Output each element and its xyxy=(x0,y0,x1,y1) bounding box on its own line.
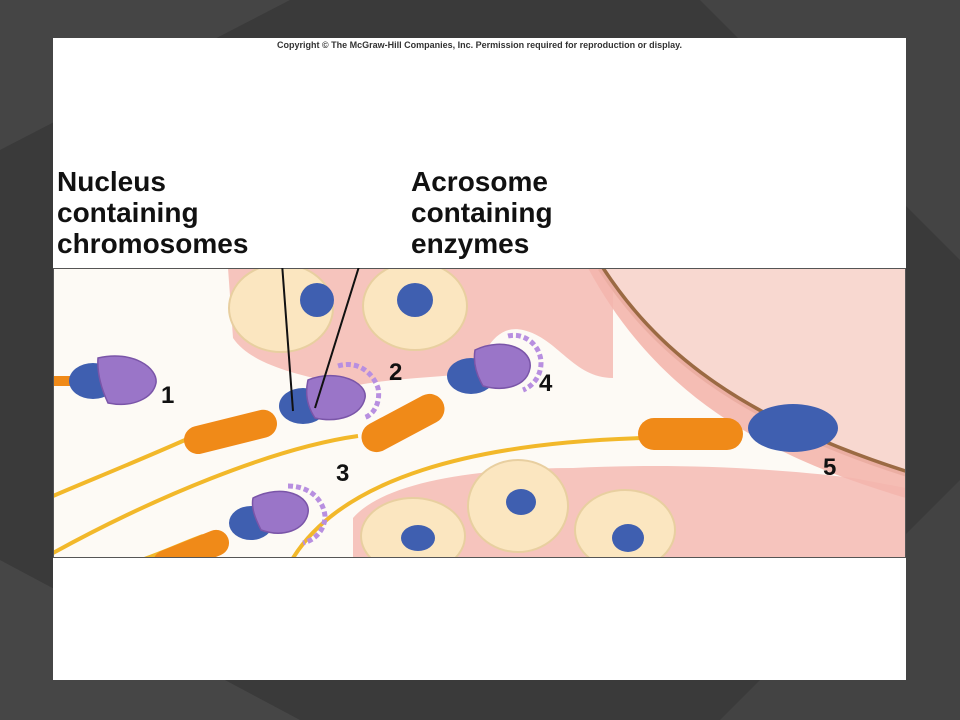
nucleus-label: Nucleus containing chromosomes xyxy=(57,166,248,259)
follicle-cell xyxy=(574,489,676,558)
sperm-midpiece xyxy=(183,409,277,454)
nucleus-label-line: Nucleus xyxy=(57,166,166,197)
stage-number: 2 xyxy=(389,359,402,386)
sperm-tail xyxy=(53,438,186,498)
stage-number: 3 xyxy=(336,460,349,487)
sperm-nucleus xyxy=(748,404,838,452)
cell-nucleus xyxy=(397,283,433,317)
zona-pellucida xyxy=(588,268,906,498)
sperm-acrosome xyxy=(97,355,157,405)
acrosome-label: Acrosome containing enzymes xyxy=(411,166,553,259)
acrosome-enzyme-release xyxy=(287,483,328,546)
sperm-acrosome xyxy=(473,343,531,389)
acrosome-label-line: containing xyxy=(411,197,553,228)
stage-number: 5 xyxy=(823,454,836,481)
acrosome-enzyme-release xyxy=(507,332,544,393)
cell-nucleus xyxy=(401,525,435,551)
sperm-tail xyxy=(53,434,359,555)
acrosome-enzyme-release xyxy=(337,362,382,421)
sperm-tail xyxy=(291,436,644,558)
slide-panel: Copyright © The McGraw-Hill Companies, I… xyxy=(53,38,906,680)
acrosome-label-line: enzymes xyxy=(411,228,530,259)
nucleus-leader-line xyxy=(281,268,294,412)
fertilization-illustration: 1 2 3 4 5 xyxy=(53,268,906,558)
stage-number: 4 xyxy=(539,370,553,397)
cell-nucleus xyxy=(612,524,644,552)
acrosome-leader-line xyxy=(314,268,360,409)
sperm-midpiece xyxy=(152,529,230,558)
nucleus-label-line: chromosomes xyxy=(57,228,249,259)
sperm-acrosome xyxy=(251,490,309,534)
copyright-notice: Copyright © The McGraw-Hill Companies, I… xyxy=(276,40,683,50)
nucleus-label-line: containing xyxy=(57,197,199,228)
cell-nucleus xyxy=(300,283,334,317)
cell-nucleus xyxy=(506,489,536,515)
illustration-frame xyxy=(53,268,906,558)
acrosome-label-line: Acrosome xyxy=(411,166,548,197)
sperm-midpiece xyxy=(638,418,743,450)
stage-number: 1 xyxy=(161,382,174,409)
sperm-midpiece xyxy=(361,393,445,453)
